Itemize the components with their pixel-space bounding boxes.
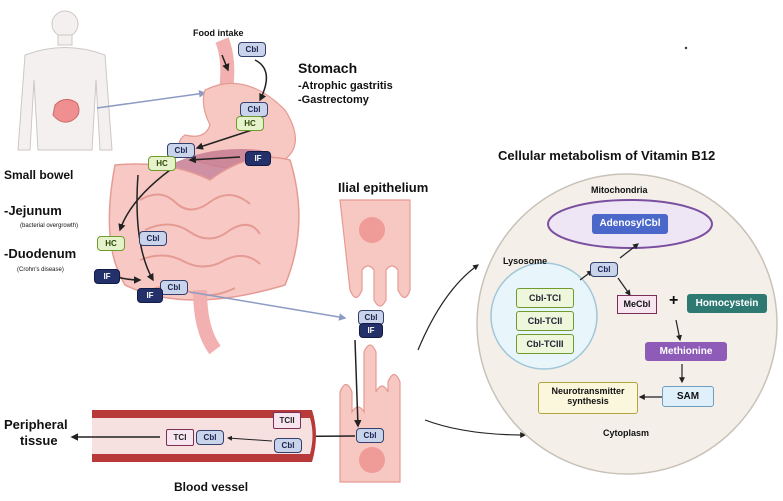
cbl-pill: Cbl: [274, 438, 302, 453]
to-cell-arrow: [424, 419, 527, 438]
lysosome-label: Lysosome: [503, 256, 548, 266]
stray-dot: [684, 46, 688, 50]
ilial-epithelium-title: Ilial epithelium: [338, 180, 429, 195]
flow-arrow: [254, 59, 268, 102]
neurotransmitter-line-1: Neurotransmitter: [551, 386, 625, 396]
flow-arrow: [188, 155, 241, 164]
duodenum-label: -Duodenum: [4, 246, 77, 261]
blood-vessel-title: Blood vessel: [174, 480, 249, 494]
tcii-box: TCII: [273, 412, 301, 429]
bacterial-overgrowth-label: (bacterial overgrowth): [20, 223, 79, 229]
jejunum-label: -Jejunum: [4, 203, 62, 218]
zoom-arrow: [189, 291, 347, 321]
mecbl-box: MeCbl: [617, 295, 657, 314]
cbl-tci-box: Cbl-TCI: [516, 288, 574, 308]
adenosylcbl-box: AdenosylCbl: [592, 214, 668, 234]
cbl-pill: Cbl: [356, 428, 384, 443]
cbl-pill: Cbl: [240, 102, 268, 117]
flow-arrow: [227, 435, 273, 442]
mitochondria-label: Mitochondria: [591, 185, 648, 195]
if-pill: IF: [359, 323, 383, 338]
cbl-tcii-box: Cbl-TCII: [516, 311, 574, 331]
cell-metabolism-title: Cellular metabolism of Vitamin B12: [498, 148, 716, 163]
cbl-tciii-box: Cbl-TCIII: [516, 334, 574, 354]
flow-arrow: [221, 54, 230, 72]
food-intake-label: Food intake: [193, 28, 244, 38]
neurotransmitter-box: Neurotransmitter synthesis: [538, 382, 638, 414]
stomach-title: Stomach: [298, 60, 358, 76]
if-pill: IF: [245, 151, 271, 166]
absorption-arrow: [354, 339, 362, 428]
human-figure-icon: [17, 10, 113, 151]
neurotransmitter-line-2: synthesis: [567, 396, 609, 406]
metabolic-arrow: [675, 319, 683, 342]
ilial-epithelium-upper: [339, 199, 411, 307]
sam-box: SAM: [662, 386, 714, 407]
methionine-box: Methionine: [645, 342, 727, 361]
homocystein-box: Homocystein: [687, 294, 767, 313]
cbl-pill: Cbl: [590, 262, 618, 277]
hc-pill: HC: [148, 156, 176, 171]
crohns-label: (Crohn's disease): [17, 267, 64, 273]
tci-box: TCI: [166, 429, 194, 446]
small-bowel-title: Small bowel: [4, 168, 74, 182]
metabolic-arrow: [619, 243, 639, 259]
plus-sign: +: [669, 292, 679, 309]
cbl-pill: Cbl: [139, 231, 167, 246]
cbl-pill: Cbl: [196, 430, 224, 445]
atrophic-gastritis-label: -Atrophic gastritis: [298, 80, 393, 92]
cbl-pill: Cbl: [160, 280, 188, 295]
mini-stomach-icon: [52, 99, 80, 123]
metabolic-arrow: [617, 277, 631, 296]
cytoplasm-label: Cytoplasm: [603, 428, 650, 438]
flow-arrow: [195, 129, 253, 150]
if-pill: IF: [94, 269, 120, 284]
if-pill: IF: [137, 288, 163, 303]
hc-pill: HC: [97, 236, 125, 251]
hc-pill: HC: [236, 116, 264, 131]
ilial-epithelium-lower: [339, 344, 401, 483]
cbl-pill: Cbl: [167, 143, 195, 158]
cbl-pill: Cbl: [238, 42, 266, 57]
zoom-arrow: [96, 90, 207, 109]
tissue-label: tissue: [20, 433, 58, 448]
peripheral-label: Peripheral: [4, 417, 68, 432]
gastrectomy-label: -Gastrectomy: [298, 94, 369, 106]
to-cell-arrow: [417, 264, 479, 351]
